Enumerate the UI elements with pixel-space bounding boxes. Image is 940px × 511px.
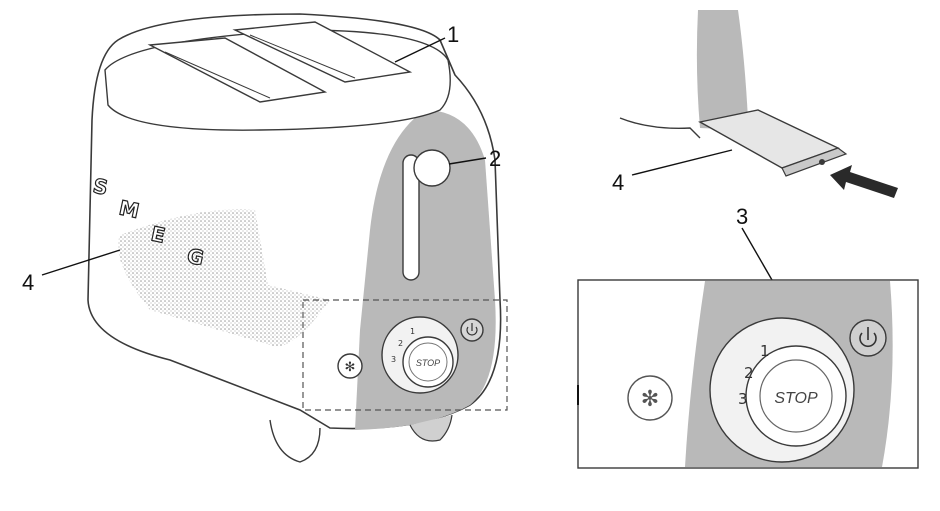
- stop-label: STOP: [416, 358, 440, 368]
- callout-4-main: 4: [22, 270, 34, 295]
- callout-2: 2: [489, 146, 501, 171]
- stop-label-detail: STOP: [774, 390, 818, 407]
- toasting-lever-slot: [402, 154, 420, 281]
- defrost-button[interactable]: [337, 353, 363, 379]
- crumb-tray-inset: 4: [612, 10, 898, 198]
- inset-base-curve: [619, 117, 701, 139]
- browning-dial-detail[interactable]: [745, 345, 847, 447]
- toaster-foot-left: [269, 419, 321, 463]
- crumb-tray-main: [118, 209, 330, 347]
- power-icon-detail: [859, 327, 877, 348]
- dial-setting-2: 2: [398, 339, 403, 348]
- callout-1: 1: [447, 22, 459, 47]
- browning-dial[interactable]: [402, 336, 454, 388]
- dial-setting-1-detail: 1: [760, 342, 770, 360]
- dial-setting-1: 1: [410, 327, 415, 336]
- inset-toaster-side: [696, 10, 748, 130]
- detail-region-outline: [302, 299, 508, 411]
- callout-4-tray: 4: [612, 170, 624, 195]
- dial-detail-inset: 3 ✻ STOP 3 2 1: [577, 204, 919, 469]
- toasting-lever-knob[interactable]: [413, 149, 451, 187]
- snowflake-icon-detail: ✻: [641, 387, 659, 412]
- callout-3: 3: [736, 204, 748, 229]
- brand-letter-s: S: [91, 173, 110, 199]
- brand-letter-g: G: [185, 243, 206, 270]
- toaster-foot-right: [409, 414, 453, 442]
- toaster-front-view: S M E G ✻ STOP 3 2 1: [87, 13, 508, 463]
- snowflake-icon: ✻: [345, 360, 356, 375]
- defrost-button-detail[interactable]: [627, 375, 673, 421]
- dial-setting-3: 3: [391, 355, 396, 364]
- bread-slot-left: [147, 37, 328, 103]
- dial-setting-3-detail: 3: [738, 390, 748, 408]
- arrow-left-icon: [830, 165, 898, 198]
- brand-letter-e: E: [149, 221, 167, 247]
- dial-setting-2-detail: 2: [744, 364, 754, 382]
- bread-slot-right: [232, 21, 413, 83]
- callout-group-main: 1 2 4: [22, 22, 501, 295]
- power-icon: [466, 323, 478, 336]
